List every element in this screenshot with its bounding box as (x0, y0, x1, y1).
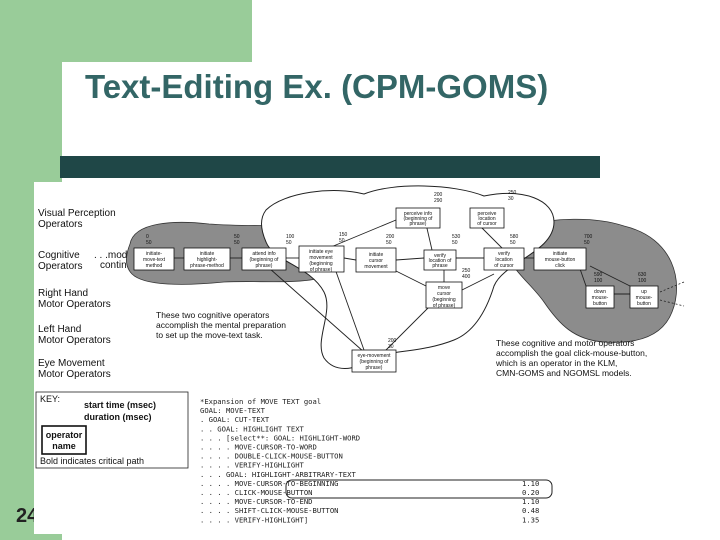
highlight-bracket (285, 479, 553, 499)
code-value: 1.10 (522, 479, 539, 488)
code-values: 1.100.201.100.481.35 (522, 479, 539, 524)
code-line: . . . . MOVE-CURSOR-TO-END (200, 497, 313, 506)
code-line: . . . . VERIFY-HIGHLIGHT] (200, 515, 308, 524)
box-initiate-cursor (355, 247, 397, 273)
code-line: . GOAL: CUT-TEXT (200, 415, 270, 424)
top-green-block (62, 0, 252, 62)
key-title: KEY: (40, 394, 60, 404)
box-perceive-info (395, 207, 441, 229)
continuation-arrows (659, 281, 685, 307)
box-initiate-highlight (183, 247, 231, 271)
code-line: . . . GOAL: HIGHLIGHT-ARBITRARY-TEXT (200, 470, 356, 479)
code-line: . . . . SHIFT-CLICK-MOUSE-BUTTON (200, 506, 338, 515)
code-line: . . GOAL: HIGHLIGHT TEXT (200, 424, 305, 433)
key-duration: duration (msec) (84, 412, 152, 422)
code-line: . . . . MOVE-CURSOR-TO-BEGINNING (200, 479, 338, 488)
key-footer: Bold indicates critical path (40, 456, 144, 466)
box-verify-location-phrase (423, 249, 457, 271)
code-value: 0.20 (522, 488, 539, 497)
code-line: GOAL: MOVE-TEXT (200, 406, 266, 415)
box-move-cursor (425, 281, 463, 309)
code-value: 1.10 (522, 497, 539, 506)
key-start-time: start time (msec) (84, 400, 156, 410)
code-line: . . . . VERIFY-HIGHLIGHT (200, 461, 305, 470)
code-value: 0.48 (522, 506, 539, 515)
slide-title: Text-Editing Ex. (CPM-GOMS) (85, 68, 549, 105)
code-line: . . . [select**: GOAL: HIGHLIGHT-WORD (200, 433, 360, 442)
code-line: . . . . DOUBLE-CLICK-MOUSE-BUTTON (200, 452, 343, 461)
box-perceive-location (469, 207, 505, 229)
slide-number: 24 (16, 505, 39, 527)
key-operator-box (41, 425, 87, 455)
key-legend: KEY: start time (msec) duration (msec) o… (35, 391, 189, 469)
box-attend-info (241, 247, 287, 271)
box-initiate-eye (298, 245, 345, 273)
box-eye-movement (351, 349, 397, 373)
code-line: . . . . MOVE-CURSOR-TO-WORD (200, 443, 317, 452)
code-line: *Expansion of MOVE TEXT goal (200, 397, 321, 406)
code-value: 1.35 (522, 515, 539, 524)
title-rule (60, 156, 600, 178)
box-down-mouse-button (585, 285, 615, 309)
box-verify-location-cursor (483, 247, 525, 271)
code-line: . . . . CLICK-MOUSE-BUTTON (200, 488, 313, 497)
box-initiate-mouse-click (533, 247, 587, 271)
box-up-mouse-button (629, 285, 659, 309)
box-initiate-move-text (133, 247, 175, 271)
